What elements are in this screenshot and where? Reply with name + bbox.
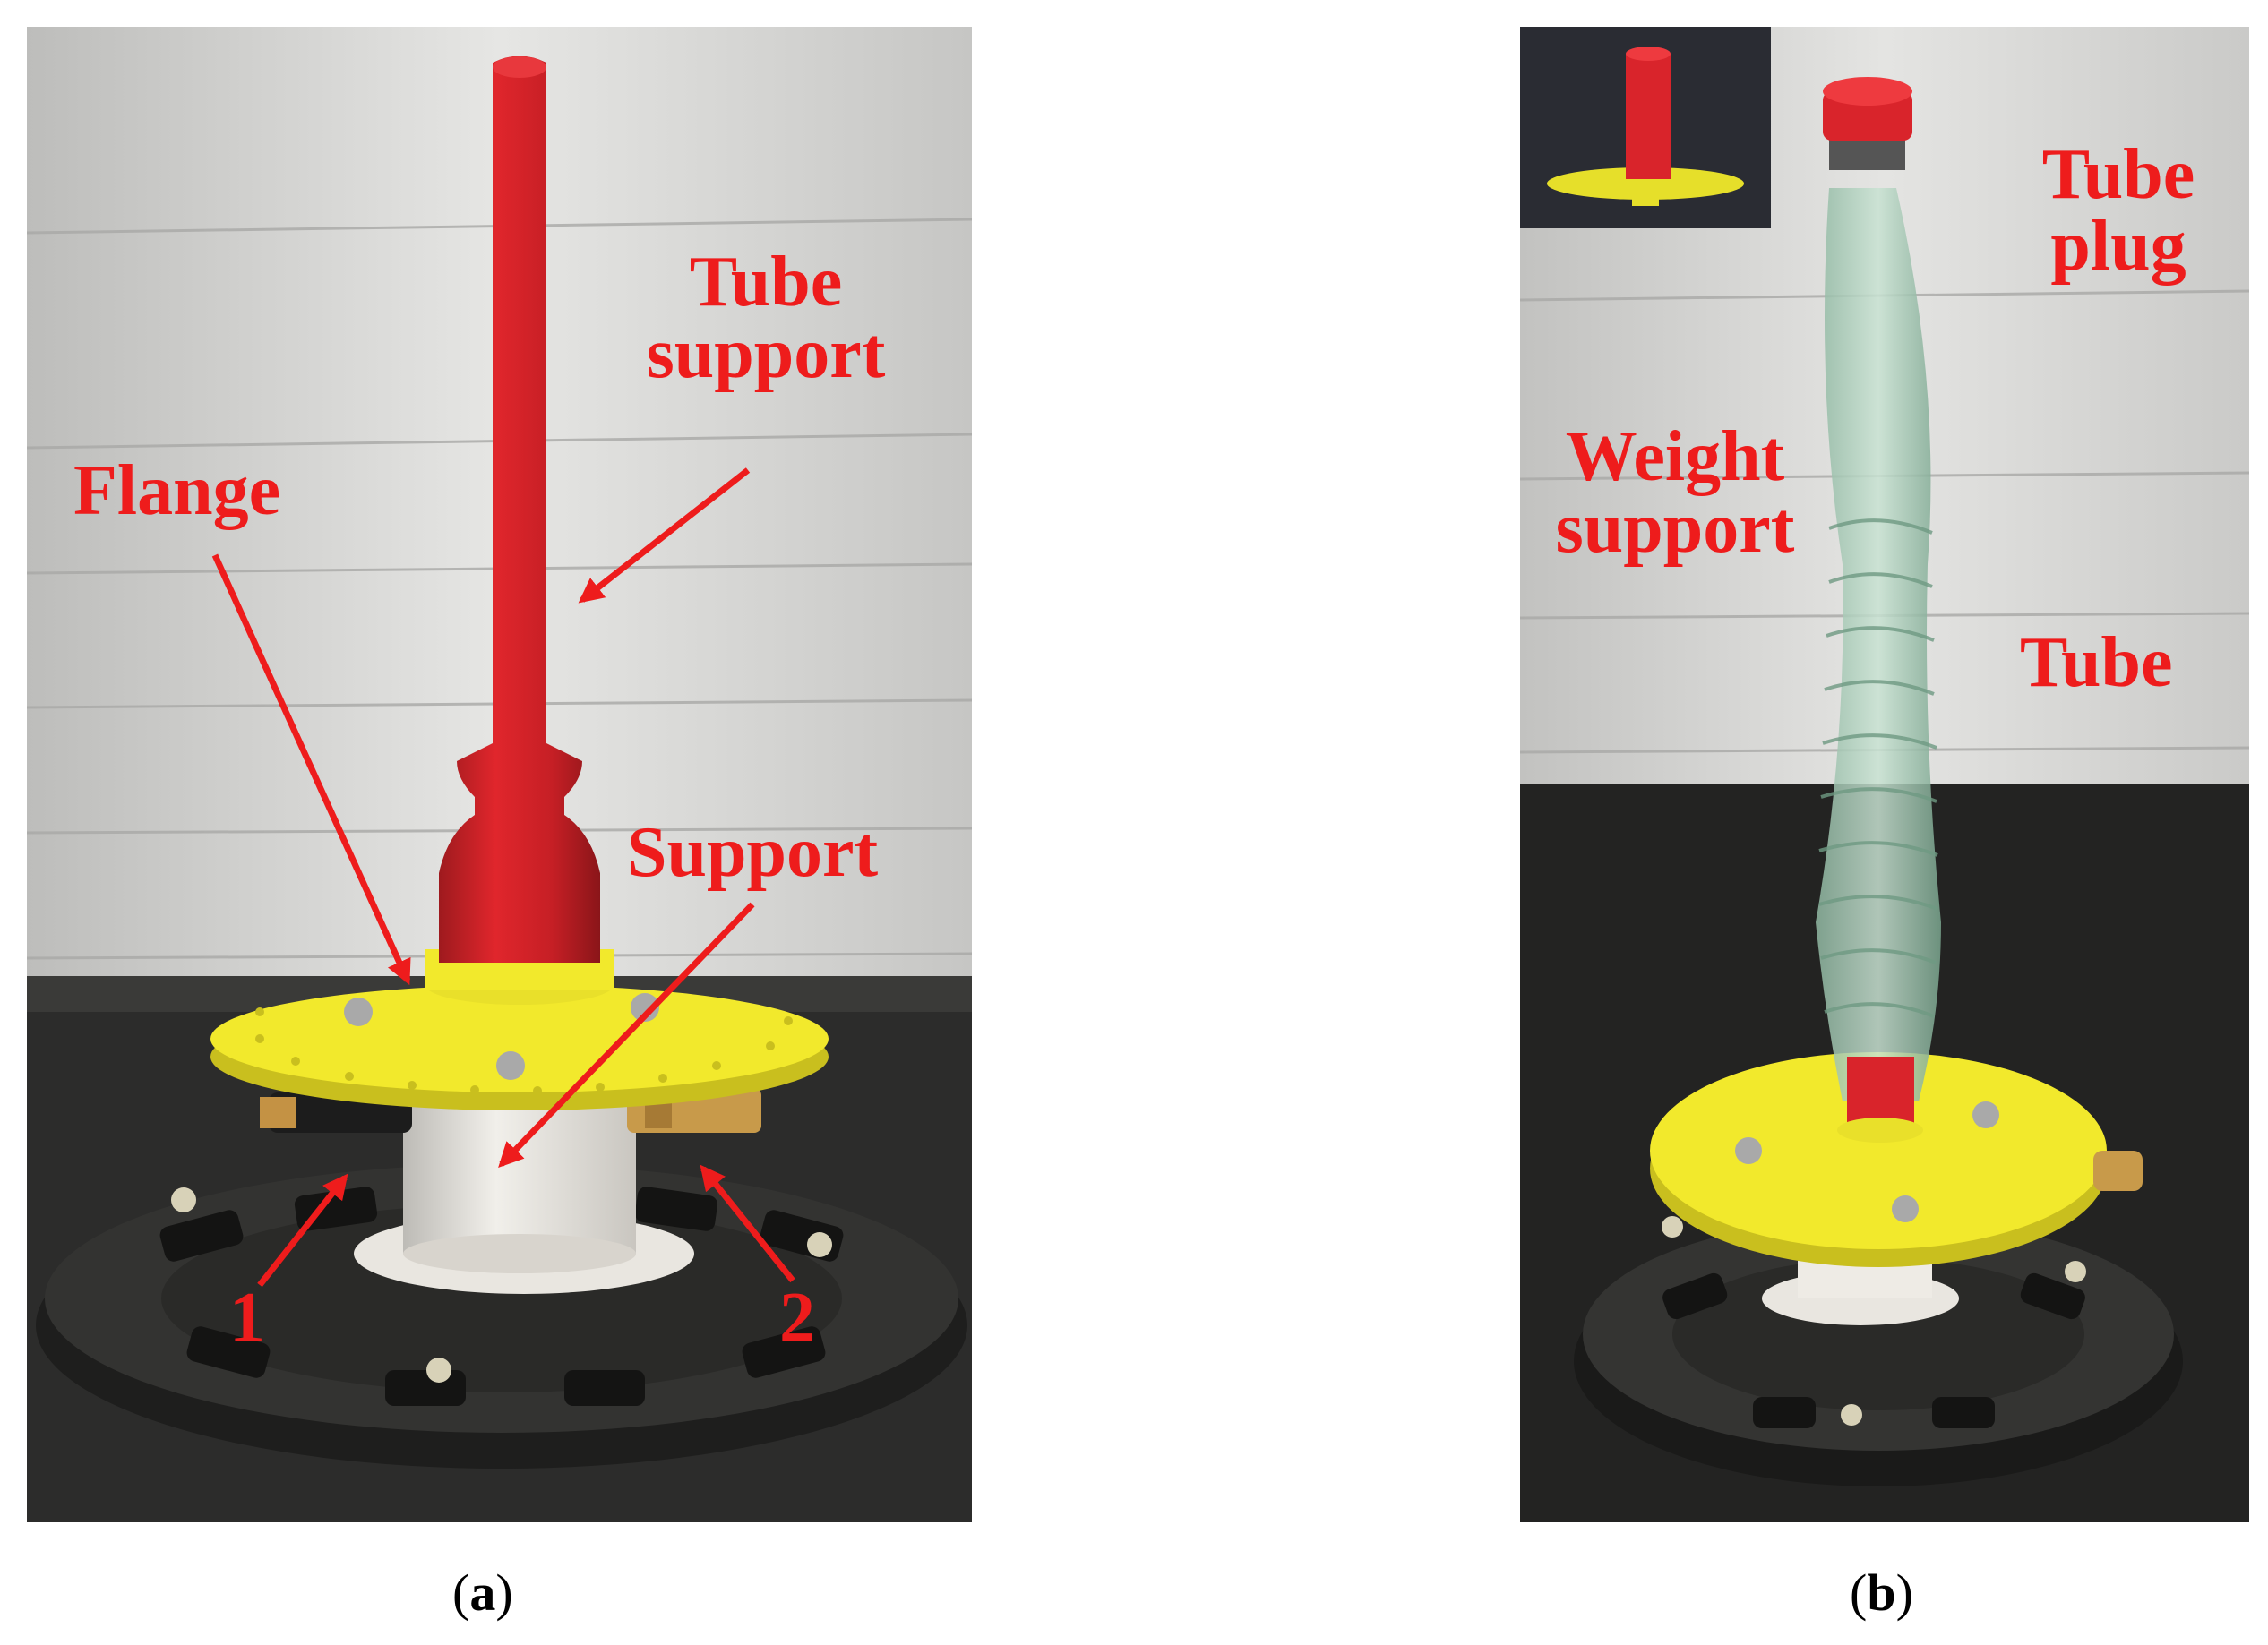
label-flange: Flange (73, 451, 281, 530)
label-tube-support-line2: support (646, 314, 886, 393)
label-tube: Tube (2020, 623, 2173, 702)
label-tube-plug: Tube plug (2011, 139, 2226, 282)
label-1: 1 (229, 1279, 265, 1358)
caption-b-letter: b (1867, 1564, 1896, 1622)
label-tube-support-line1: Tube (689, 243, 843, 321)
yellow-flange-b (1650, 1052, 2143, 1267)
caption-a-letter: a (469, 1564, 496, 1622)
inset-weight-support-photo (1520, 27, 1771, 228)
label-tube-plug-line2: plug (2050, 207, 2186, 286)
photo-b-illustration (1520, 27, 2249, 1522)
label-weight-support: Weight support (1532, 421, 1818, 564)
green-tube (1816, 188, 1941, 1143)
label-tube-support: Tube support (618, 246, 914, 390)
caption-a: (a) (452, 1564, 513, 1622)
carbon-base-b (1574, 1216, 2183, 1486)
label-tube-plug-line1: Tube (2041, 135, 2195, 214)
label-support: Support (627, 813, 879, 892)
label-weight-support-line2: support (1555, 489, 1795, 568)
label-2: 2 (779, 1279, 815, 1358)
label-weight-support-line1: Weight (1565, 417, 1785, 496)
red-tube-plug (1823, 77, 1912, 170)
caption-b: (b) (1850, 1564, 1913, 1622)
photo-panel-b (1520, 27, 2249, 1522)
